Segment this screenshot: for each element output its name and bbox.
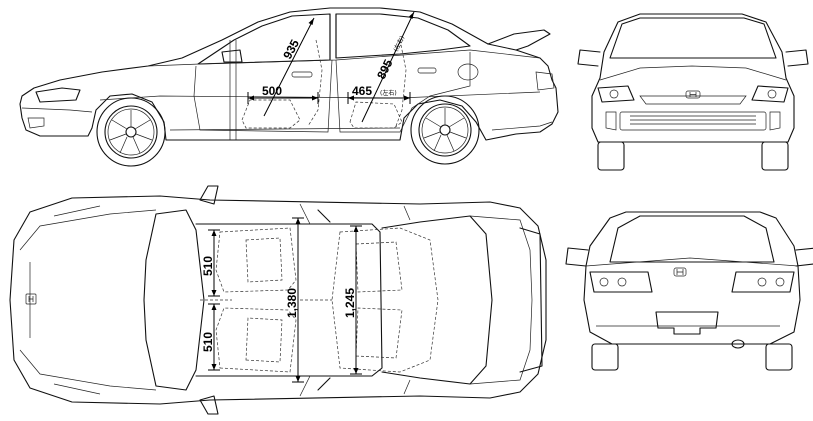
dimension-side-front-seat: 500: [247, 84, 319, 104]
dimension-top-front-seat: 510: [201, 229, 220, 297]
dim-label-510-upper: 510: [201, 256, 215, 276]
honda-h-emblem-icon: [673, 267, 687, 277]
dimension-top-rear-shoulder: 1,245: [343, 225, 362, 375]
dim-label-1380: 1,380: [285, 288, 299, 318]
dimension-side-rear-seat: 465 (左右): [347, 84, 411, 104]
rear-wheel: [410, 95, 480, 165]
dimension-side-front-height: 935: [263, 17, 315, 117]
dimension-top-rear-seat: 510: [201, 303, 220, 371]
dim-label-500: 500: [262, 84, 282, 98]
honda-h-emblem-icon: [25, 293, 37, 305]
dim-label-895-suffix: (左右): [392, 34, 407, 53]
dim-label-895: 895: [374, 57, 396, 81]
dimension-side-rear-height: 895 (左右): [361, 11, 415, 123]
honda-h-emblem-icon: [685, 90, 701, 99]
dim-label-1245: 1,245: [343, 288, 357, 318]
dimension-top-front-shoulder: 1,380: [285, 217, 304, 383]
side-view: 500 465 (左右) 935 895 (左右): [19, 7, 559, 167]
top-view: 510 510 1,380 1,245: [9, 185, 547, 415]
dim-label-465: 465: [352, 84, 372, 98]
front-wheel: [96, 97, 166, 167]
dim-label-510-lower: 510: [201, 332, 215, 352]
front-view: [577, 13, 809, 171]
dim-label-935: 935: [280, 37, 302, 62]
rear-view: [565, 211, 813, 371]
wheel-rim-icon: [109, 110, 153, 154]
wheel-rim-icon: [423, 108, 467, 152]
dim-label-465-suffix: (左右): [380, 89, 397, 97]
